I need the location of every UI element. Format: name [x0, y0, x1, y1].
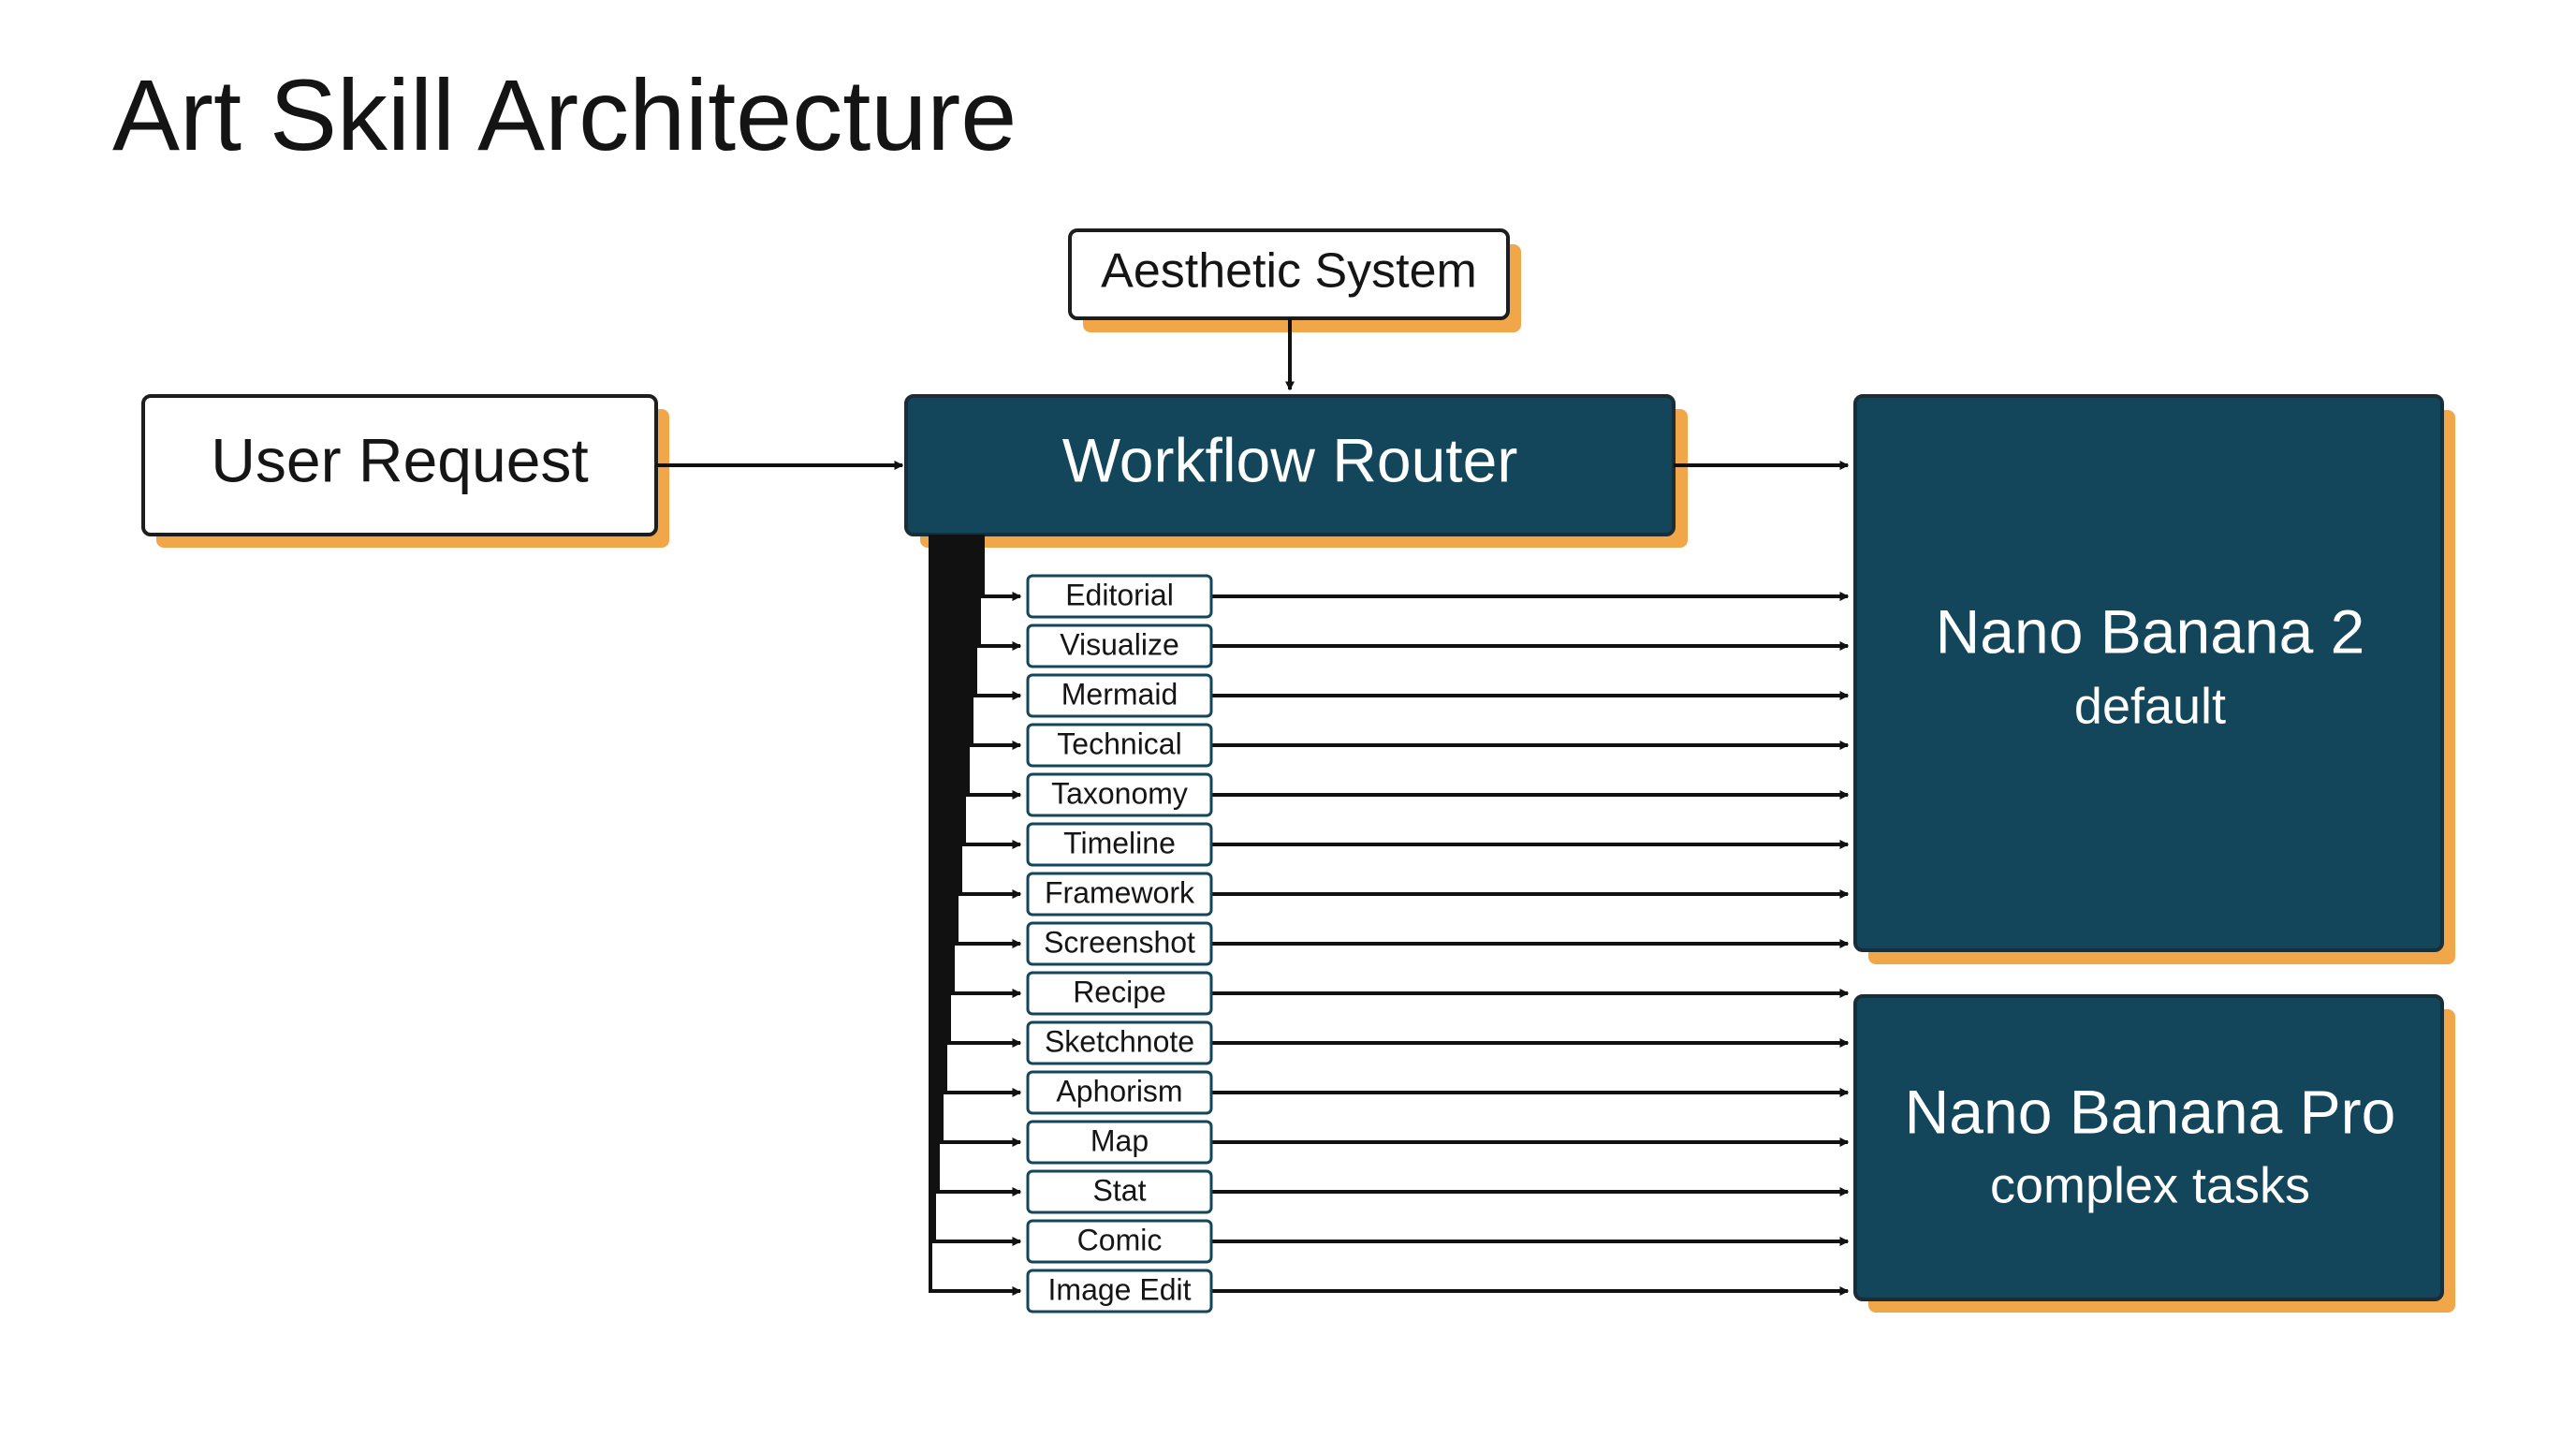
page-title: Art Skill Architecture — [112, 58, 1017, 171]
workflow-mermaid: Mermaid — [1026, 673, 1213, 718]
workflow-label-aphorism: Aphorism — [1056, 1074, 1182, 1108]
nano-banana-2-box — [1853, 394, 2444, 952]
workflow-box-recipe — [1026, 971, 1213, 1016]
aesthetic-system-label: Aesthetic System — [1101, 244, 1477, 299]
workflow-label-taxonomy: Taxonomy — [1051, 776, 1188, 810]
workflow-framework: Framework — [1026, 872, 1213, 917]
nano-banana-pro-label: Nano Banana Pro — [1905, 1077, 2396, 1146]
workflow-visualize: Visualize — [1026, 624, 1213, 668]
workflow-box-editorial — [1026, 574, 1213, 619]
branch-arrow-editorial — [981, 535, 1022, 601]
nano-banana-pro-note: complex tasks — [1990, 1157, 2310, 1213]
workflow-label-timeline: Timeline — [1063, 826, 1176, 859]
workflow-box-mermaid — [1026, 673, 1213, 718]
workflow-screenshot: Screenshot — [1026, 921, 1213, 966]
nano-banana-pro-box — [1853, 994, 2444, 1301]
workflow-router-node: Workflow Router — [904, 394, 1688, 548]
workflow-box-sketchnote — [1026, 1020, 1213, 1065]
workflow-recipe: Recipe — [1026, 971, 1213, 1016]
workflow-box-taxonomy — [1026, 772, 1213, 817]
workflow-box-timeline — [1026, 822, 1213, 867]
workflow-box-stat — [1026, 1169, 1213, 1214]
branch-arrow-stat — [936, 535, 1022, 1196]
workflow-box-comic — [1026, 1219, 1213, 1264]
workflow-box-map — [1026, 1120, 1213, 1165]
workflow-label-screenshot: Screenshot — [1044, 925, 1195, 959]
branch-arrow-comic — [932, 535, 1022, 1246]
branch-arrow-timeline — [962, 535, 1022, 849]
workflow-sketchnote: Sketchnote — [1026, 1020, 1213, 1065]
branch-arrow-aphorism — [944, 535, 1022, 1097]
workflow-editorial: Editorial — [1026, 574, 1213, 619]
workflow-map: Map — [1026, 1120, 1213, 1165]
branch-arrow-taxonomy — [966, 535, 1022, 800]
branch-arrow-visualize — [977, 535, 1022, 651]
user-request-node: User Request — [141, 394, 669, 548]
workflow-label-stat: Stat — [1093, 1173, 1147, 1207]
branch-arrow-technical — [970, 535, 1022, 750]
branch-arrow-mermaid — [973, 535, 1022, 700]
workflow-list: EditorialVisualizeMermaidTechnicalTaxono… — [1026, 574, 1213, 1313]
workflow-box-aphorism — [1026, 1070, 1213, 1115]
nano-banana-pro-node: Nano Banana Pro complex tasks — [1853, 994, 2455, 1313]
workflow-comic: Comic — [1026, 1219, 1213, 1264]
workflow-technical: Technical — [1026, 723, 1213, 768]
workflow-image-edit: Image Edit — [1026, 1269, 1213, 1313]
workflow-taxonomy: Taxonomy — [1026, 772, 1213, 817]
branch-arrow-framework — [959, 535, 1022, 899]
workflow-label-map: Map — [1090, 1123, 1149, 1157]
workflow-branches — [929, 535, 1850, 1296]
nano-banana-2-node: Nano Banana 2 default — [1853, 394, 2455, 964]
workflow-box-screenshot — [1026, 921, 1213, 966]
workflow-label-comic: Comic — [1077, 1223, 1163, 1256]
workflow-box-image-edit — [1026, 1269, 1213, 1313]
branch-arrow-recipe — [951, 535, 1022, 998]
workflow-label-recipe: Recipe — [1073, 975, 1166, 1008]
aesthetic-system-node: Aesthetic System — [1068, 228, 1521, 332]
branch-arrow-sketchnote — [947, 535, 1022, 1048]
workflow-box-framework — [1026, 872, 1213, 917]
workflow-label-visualize: Visualize — [1060, 627, 1178, 661]
workflow-timeline: Timeline — [1026, 822, 1213, 867]
workflow-stat: Stat — [1026, 1169, 1213, 1214]
branch-arrow-map — [940, 535, 1022, 1147]
user-request-label: User Request — [211, 425, 589, 494]
workflow-box-visualize — [1026, 624, 1213, 668]
workflow-box-technical — [1026, 723, 1213, 768]
workflow-label-technical: Technical — [1057, 726, 1181, 760]
branch-arrow-screenshot — [955, 535, 1022, 948]
branch-arrow-image-edit — [929, 535, 1022, 1296]
nano-banana-2-label: Nano Banana 2 — [1936, 596, 2365, 666]
nano-banana-2-note: default — [2074, 678, 2226, 734]
workflow-router-label: Workflow Router — [1062, 425, 1518, 494]
workflow-label-editorial: Editorial — [1065, 578, 1174, 611]
workflow-label-mermaid: Mermaid — [1061, 677, 1178, 711]
workflow-label-sketchnote: Sketchnote — [1045, 1024, 1194, 1058]
workflow-aphorism: Aphorism — [1026, 1070, 1213, 1115]
workflow-label-framework: Framework — [1045, 875, 1195, 909]
workflow-label-image-edit: Image Edit — [1048, 1272, 1192, 1306]
